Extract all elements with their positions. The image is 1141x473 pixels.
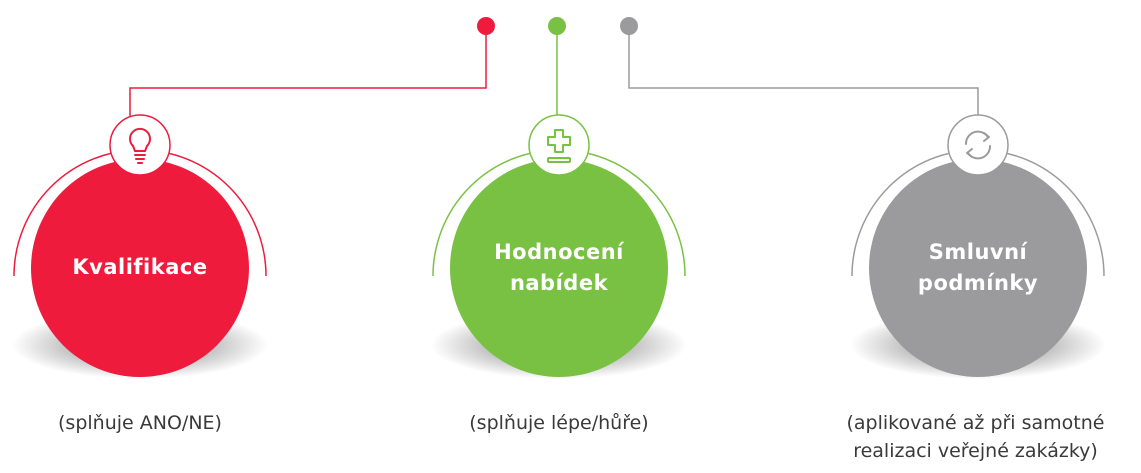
connector-red [129,26,487,118]
title-line: Hodnocení [494,239,624,264]
caption-smluvni: (aplikované až při samotné realizaci veř… [810,410,1141,465]
connector-lines [129,26,979,118]
caption-kvalifikace: (splňuje ANO/NE) [20,410,260,438]
dot-gray [620,17,638,35]
caption-hodnoceni: (splňuje lépe/hůře) [419,410,699,438]
title-line: Kvalifikace [72,255,208,280]
caption-line: (splňuje ANO/NE) [58,412,222,434]
caption-line: realizaci veřejné zakázky) [853,439,1098,462]
circle-smluvni [869,159,1087,377]
lightbulb-icon [129,127,151,164]
circle-title-hodnoceni: Hodnocení nabídek [459,208,659,328]
icon-badge-smluvni [947,114,1009,176]
title-line: Smluvní [928,239,1028,264]
icon-badge-hodnoceni [528,114,590,176]
circle-title-kvalifikace: Kvalifikace [40,208,240,328]
icon-badge-kvalifikace [109,114,171,176]
plus-minus-icon [547,129,571,163]
circle-kvalifikace [31,159,249,377]
connector-gray [628,26,979,118]
main-circles [31,159,1087,377]
circle-title-smluvni: Smluvní podmínky [878,208,1078,328]
refresh-arrows-icon [964,130,992,160]
circle-hodnoceni [450,159,668,377]
dot-red [477,17,495,35]
top-dots [477,17,638,35]
caption-line: (splňuje lépe/hůře) [469,412,649,434]
title-line: nabídek [509,271,609,295]
caption-line: (aplikované až při samotné [846,412,1105,434]
dot-green [548,17,566,35]
title-line: podmínky [917,271,1039,295]
